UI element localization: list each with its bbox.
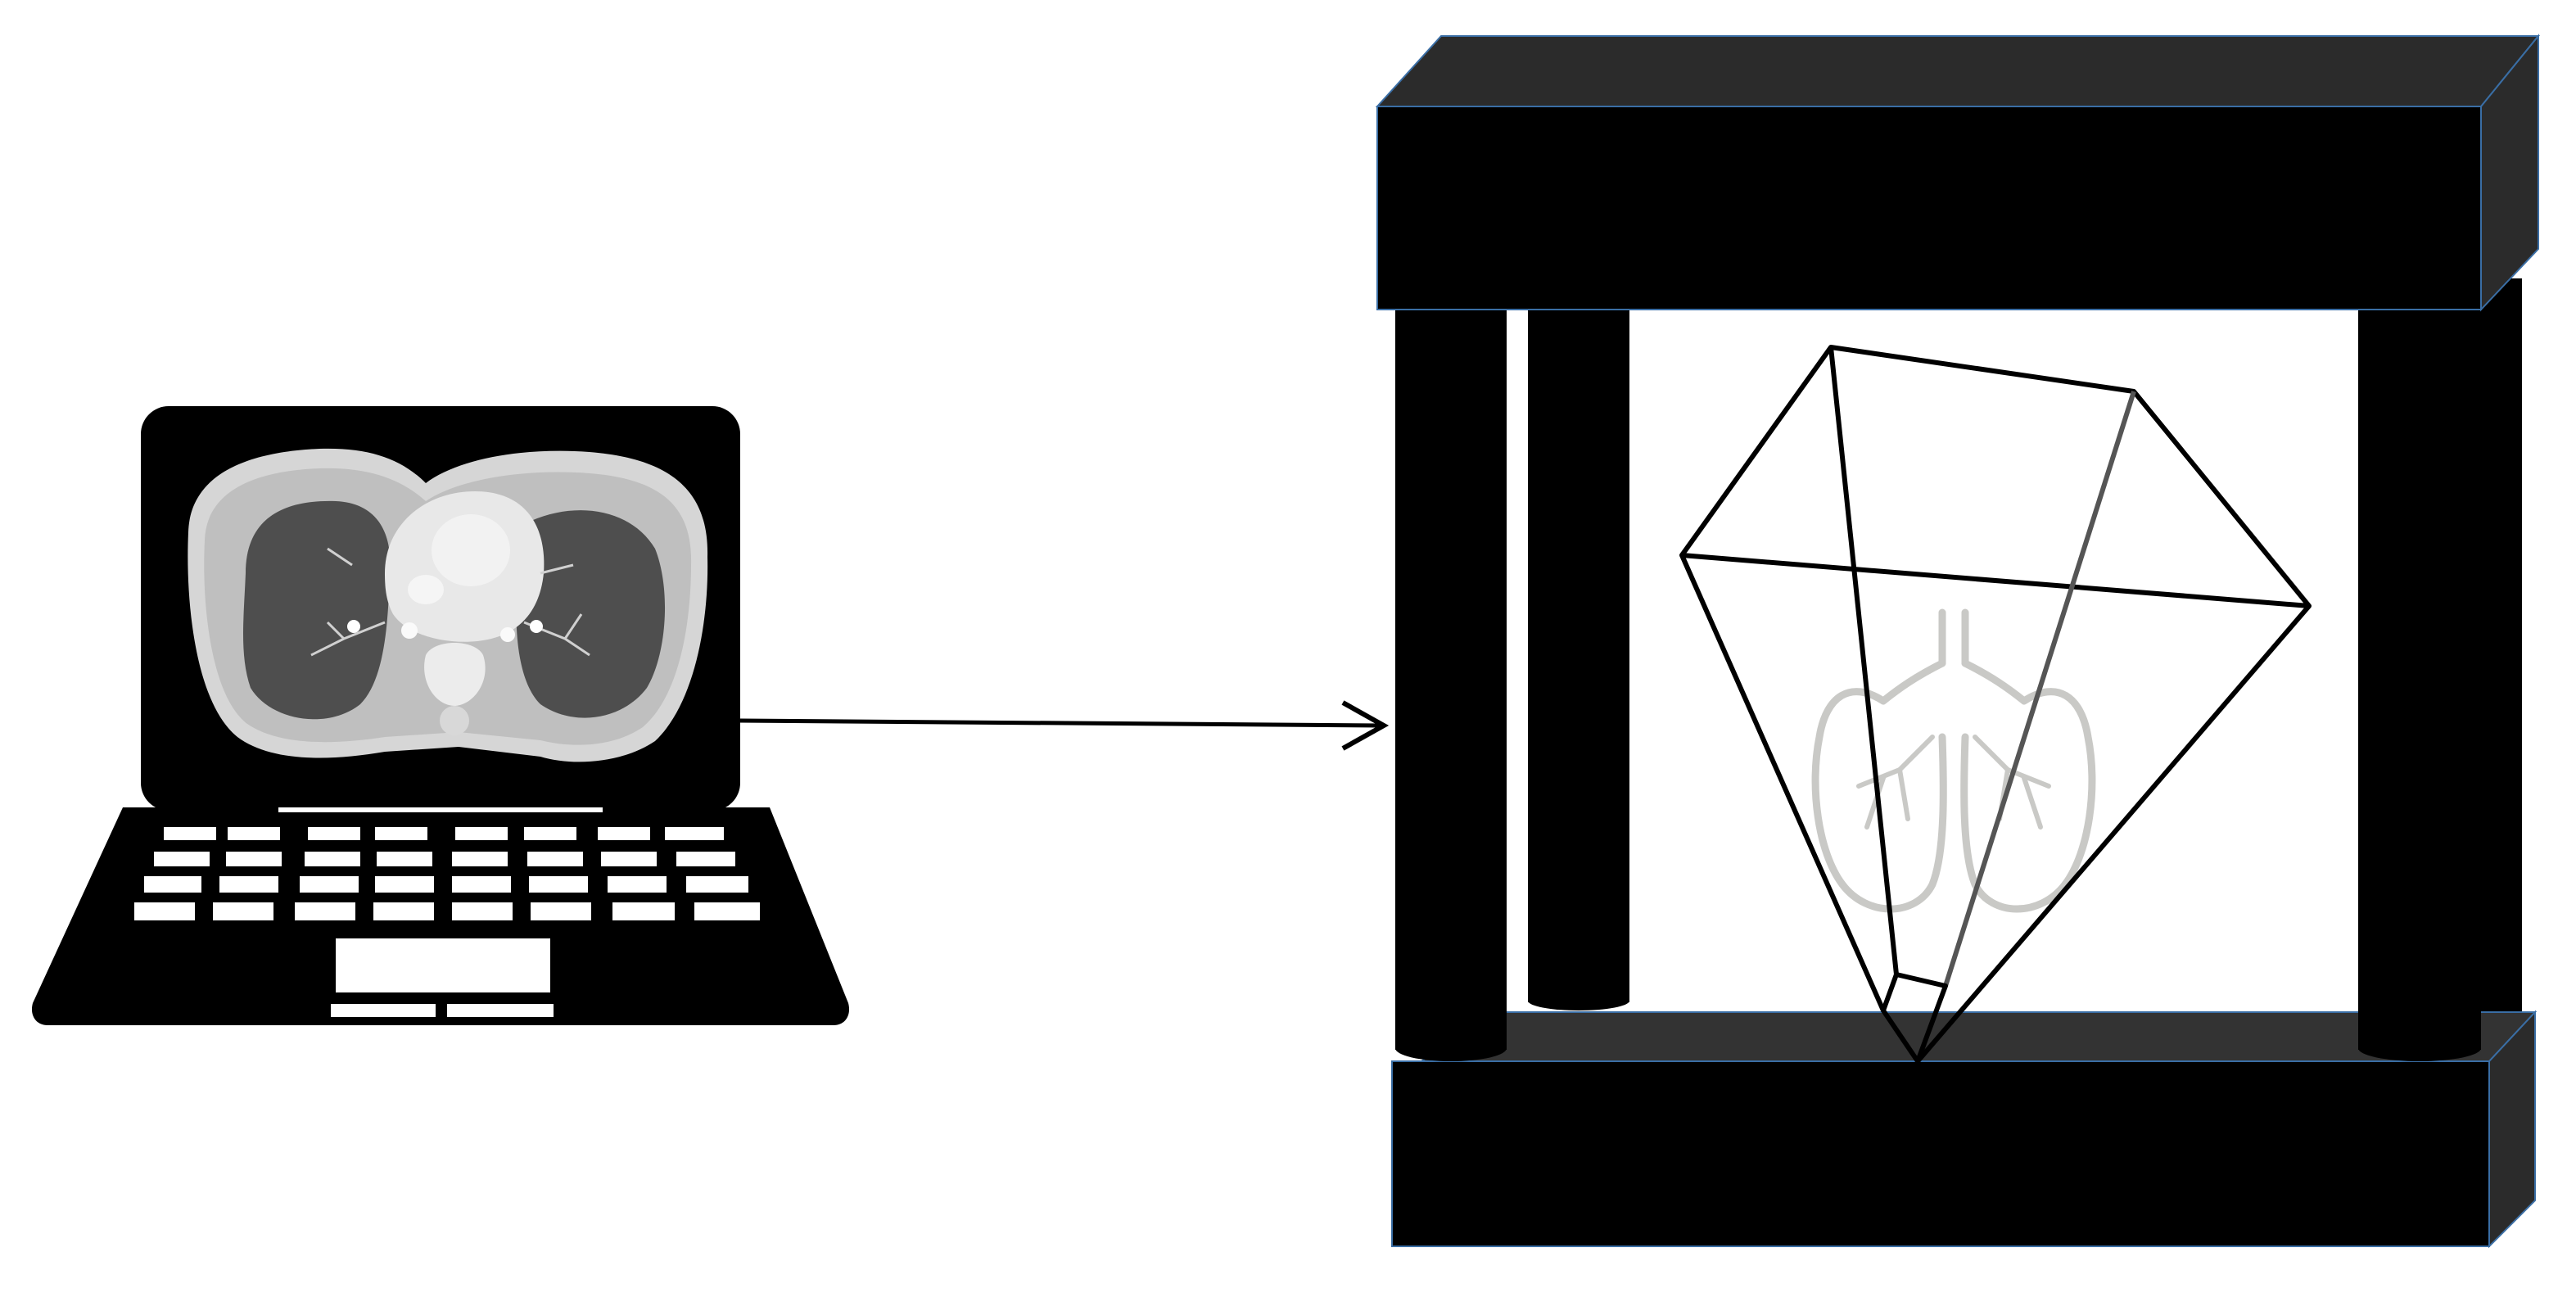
- ct-lung-left: [516, 510, 666, 718]
- laptop-icon: [31, 406, 850, 1025]
- frame-post-back-right: [2481, 278, 2522, 1015]
- laptop-keyboard: [134, 827, 760, 920]
- ct-scan-image: [180, 442, 717, 771]
- frame-post-back-left: [1528, 306, 1629, 1002]
- ct-lung-right: [243, 500, 391, 720]
- frame-top-block: [1375, 34, 2541, 312]
- frame-post-front-left: [1395, 305, 1507, 1061]
- frame-post-front-right: [2358, 305, 2481, 1061]
- arrow-laptop-to-display: [739, 700, 1390, 751]
- frame-bottom-base: [1391, 1010, 2536, 1249]
- lungs-icon: [1811, 608, 2096, 913]
- hologram-pyramid: [1679, 345, 2312, 1064]
- laptop-trackpad-button-right: [447, 1004, 554, 1017]
- laptop-trackpad-button-left: [331, 1004, 436, 1017]
- holographic-pyramid-frame-icon: [1375, 34, 2541, 1249]
- ct-spine: [424, 643, 486, 706]
- laptop-trackpad: [336, 938, 550, 992]
